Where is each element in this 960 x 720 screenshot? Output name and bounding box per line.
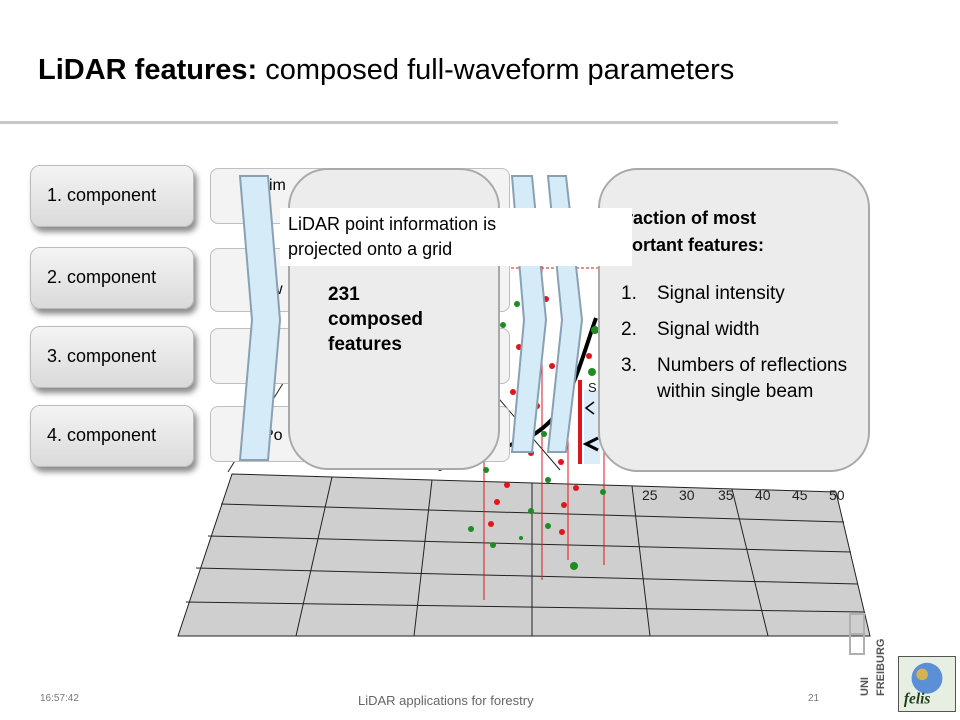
extraction-heading: xtraction of most nportant features: [610, 205, 764, 259]
component-label: 1. component [47, 185, 157, 205]
component-4-button[interactable]: 4. component [30, 405, 194, 467]
extraction-panel [598, 168, 870, 472]
felis-logo-text: felis [904, 690, 931, 707]
footer-page-number: 21 [808, 693, 820, 704]
list-text: Signal width [657, 319, 760, 340]
list-item: 3. Numbers of reflections within single b… [621, 353, 851, 405]
uni-logo-text: UNI [859, 677, 871, 696]
list-number: 1. [621, 283, 637, 304]
x-tick: 35 [718, 487, 734, 503]
uni-freiburg-logo: UNI FREIBURG [849, 613, 887, 696]
uni-logo-text: FREIBURG [875, 639, 887, 696]
component-label: 4. component [47, 425, 157, 445]
x-tick: 30 [679, 487, 695, 503]
flow-arrow-icon [238, 175, 282, 461]
arrow-left-icon [584, 401, 595, 415]
x-axis-ticks: 25 30 35 40 45 50 [642, 487, 845, 503]
component-1-button[interactable]: 1. component [30, 165, 194, 227]
footer-title: LiDAR applications for forestry [358, 693, 534, 708]
list-item: 1. Signal intensity [621, 281, 851, 307]
extraction-heading-line: xtraction of most [610, 208, 757, 228]
component-3-button[interactable]: 3. component [30, 326, 194, 388]
composed-features-count: 231 composed features [328, 282, 423, 357]
list-text: Numbers of reflections within single bea… [657, 355, 848, 402]
composed-count: 231 [328, 284, 360, 305]
callout-line: projected onto a grid [288, 239, 453, 259]
component-label: 2. component [47, 267, 157, 287]
x-tick: 45 [792, 487, 808, 503]
x-tick: 50 [829, 487, 845, 503]
list-number: 2. [621, 319, 637, 340]
component-label: 3. component [47, 346, 157, 366]
composed-word: features [328, 334, 402, 355]
component-2-button[interactable]: 2. component [30, 247, 194, 309]
callout-line: LiDAR point information is [288, 214, 497, 234]
x-tick: 25 [642, 487, 658, 503]
plot-letter: S [588, 380, 597, 395]
list-item: 2. Signal width [621, 317, 851, 343]
composed-word: composed [328, 309, 424, 330]
list-text: Signal intensity [657, 283, 785, 304]
footer-time: 16:57:42 [40, 693, 79, 704]
title-bold: LiDAR features: [38, 54, 258, 86]
title-rest: composed full-waveform parameters [257, 54, 735, 86]
felis-logo: felis [898, 656, 956, 712]
grid-plane [177, 473, 871, 637]
title-divider [0, 121, 838, 124]
arrow-left-icon [582, 436, 599, 452]
page-title: LiDAR features: composed full-waveform p… [38, 54, 734, 87]
x-tick: 40 [755, 487, 771, 503]
extraction-heading-line: nportant features: [610, 235, 765, 255]
list-number: 3. [621, 355, 637, 376]
extraction-list: 1. Signal intensity 2. Signal width 3. Numb… [621, 281, 851, 415]
grid-projection-callout: LiDAR point information is projected ont… [280, 208, 632, 266]
